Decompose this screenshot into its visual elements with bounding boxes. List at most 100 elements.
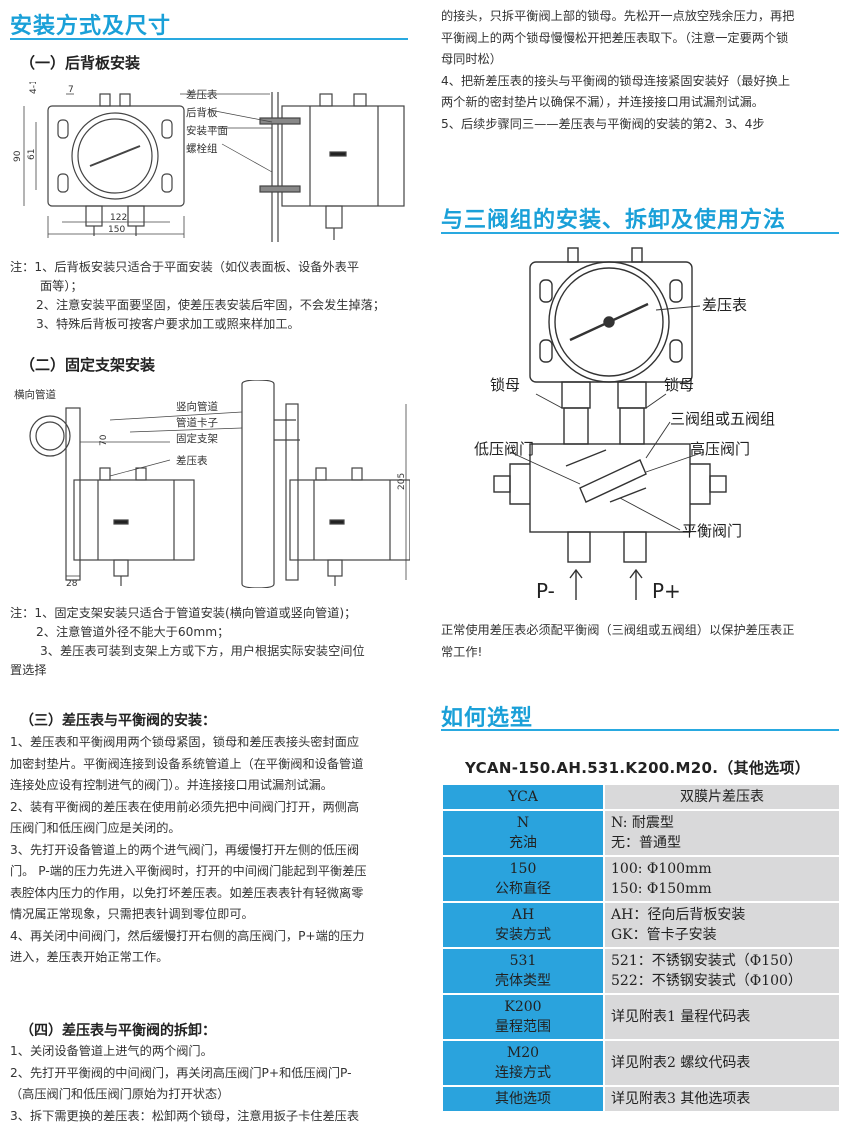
note-line: 2、注意管道外径不能大于60mm； — [36, 625, 230, 639]
label-valve-group: 三阀组或五阀组 — [670, 410, 775, 428]
label-pipe-clamp: 管道卡子 — [176, 416, 218, 429]
row-value: N: 耐震型无：普通型 — [605, 811, 839, 855]
text-line: 5、后续步骤同三——差压表与平衡阀的安装的第2、3、4步 — [441, 116, 765, 131]
title-rule — [441, 729, 839, 731]
valve-install-text: 1、差压表和平衡阀用两个锁母紧固，锁母和差压表接头密封面应 加密封垫片。平衡阀连… — [10, 732, 420, 969]
row-value: 详见附表1 量程代码表 — [605, 995, 839, 1039]
label-back-plate: 后背板 — [186, 106, 218, 119]
text-line: 3、先打开设备管道上的两个进气阀门，再缓慢打开左侧的低压阀 — [10, 842, 360, 857]
note-line: 3、差压表可装到支架上方或下方，用户根据实际安装空间位 — [40, 644, 365, 658]
valve-group-note: 正常使用差压表必须配平衡阀（三阀组或五阀组）以保护差压表正 常工作! — [441, 620, 861, 663]
title-rule — [10, 38, 408, 40]
label-horizontal-pipe: 横向管道 — [14, 388, 56, 401]
text-line: 情况属正常现象，只需把表针调到零位即可。 — [10, 907, 254, 921]
text-line: 的接头，只拆平衡阀上部的锁母。先松开一点放空残余压力，再把 — [441, 9, 795, 23]
label-mount-plane: 安装平面 — [186, 124, 228, 137]
text-line: 2、先打开平衡阀的中间阀门，再关闭高压阀门P+和低压阀门P- — [10, 1065, 352, 1080]
model-code: YCAN-150.AH.531.K200.M20.（其他选项） — [465, 759, 811, 777]
text-line: 压阀门和低压阀门应是关闭的。 — [10, 821, 181, 835]
subsection-bracket: （二）固定支架安装 — [20, 356, 156, 374]
valve-remove-text: 1、关闭设备管道上进气的两个阀门。 2、先打开平衡阀的中间阀门，再关闭高压阀门P… — [10, 1041, 420, 1127]
text-line: 2、装有平衡阀的差压表在使用前必须先把中间阀门打开，两侧高 — [10, 799, 360, 814]
row-value: 双膜片差压表 — [605, 785, 839, 809]
valve-remove-continued: 的接头，只拆平衡阀上部的锁母。先松开一点放空残余压力，再把 平衡阀上的两个锁母慢… — [441, 6, 861, 135]
text-line: 连接处应设有控制进气的阀门）。并连接接口用试漏剂试漏。 — [10, 778, 333, 792]
note-line: 置选择 — [10, 663, 47, 677]
text-line: 平衡阀上的两个锁母慢慢松开把差压表取下。（注意一定要两个锁 — [441, 30, 789, 45]
back-plate-diagram: 差压表 后背板 安装平面 螺栓组 7 4-13 90 61 122 150 — [13, 82, 405, 242]
section-title-install: 安装方式及尺寸 — [10, 13, 172, 39]
subsection-valve-remove: （四）差压表与平衡阀的拆卸： — [20, 1023, 216, 1039]
text-line: 4、把新差压表的接头与平衡阀的锁母连接紧固安装好（最好换上 — [441, 73, 791, 88]
subsection-valve-install: （三）差压表与平衡阀的安装： — [20, 713, 216, 729]
label-low-pressure-valve: 低压阀门 — [474, 440, 534, 458]
text-line: 门。 P-端的压力先进入平衡阀时，打开的中间阀门能起到平衡差压 — [10, 864, 367, 878]
row-value: 详见附表3 其他选项表 — [605, 1087, 839, 1111]
dim-28: 28 — [66, 579, 78, 588]
text-line: （高压阀门和低压阀门原始为打开状态） — [10, 1087, 230, 1101]
notes-back-plate: 注：1、后背板安装只适合于平面安装（如仪表面板、设备外表平 面等）； 2、注意安… — [10, 258, 410, 334]
label-gauge: 差压表 — [186, 88, 218, 101]
label-bolt-set: 螺栓组 — [186, 142, 218, 155]
text-line: 母同时松） — [441, 52, 502, 66]
note-line: 注：1、固定支架安装只适合于管道安装(横向管道或竖向管道)； — [10, 606, 357, 620]
note-line: 2、注意安装平面要坚固，使差压表安装后牢固，不会发生掉落； — [36, 298, 386, 312]
note-line: 3、特殊后背板可按客户要求加工或照来样加工。 — [36, 317, 300, 331]
table-row: YCA 双膜片差压表 — [443, 785, 839, 809]
notes-bracket: 注：1、固定支架安装只适合于管道安装(横向管道或竖向管道)； 2、注意管道外径不… — [10, 604, 420, 680]
text-line: 4、再关闭中间阀门，然后缓慢打开右侧的高压阀门，P+端的压力 — [10, 928, 365, 943]
row-key: YCA — [443, 785, 603, 809]
dim-4-13: 4-13 — [29, 82, 39, 94]
text-line: 1、差压表和平衡阀用两个锁母紧固，锁母和差压表接头密封面应 — [10, 735, 360, 749]
text-line: 常工作! — [441, 644, 483, 659]
text-line: 1、关闭设备管道上进气的两个阀门。 — [10, 1044, 213, 1058]
text-line: 两个新的密封垫片以确保不漏），并连接接口用试漏剂试漏。 — [441, 95, 764, 109]
row-key: 其他选项 — [443, 1087, 603, 1111]
dim-90: 90 — [13, 150, 23, 162]
dim-122: 122 — [110, 213, 127, 223]
label-dp-gauge: 差压表 — [702, 296, 747, 314]
text-line: 加密封垫片。平衡阀连接到设备系统管道上（在平衡阀和设备管道 — [10, 756, 364, 771]
label-gauge-2: 差压表 — [176, 454, 208, 467]
label-bracket: 固定支架 — [176, 432, 218, 445]
dim-70: 70 — [99, 434, 109, 446]
label-vertical-pipe: 竖向管道 — [176, 400, 218, 413]
label-balance-valve: 平衡阀门 — [682, 522, 742, 540]
port-p-plus: P+ — [652, 579, 681, 603]
subsection-back-plate: （一）后背板安装 — [20, 54, 141, 72]
section-title-selection: 如何选型 — [441, 705, 534, 731]
dim-61: 61 — [27, 149, 37, 160]
dim-7: 7 — [68, 85, 74, 95]
text-line: 3、拆下需更换的差压表：松卸两个锁母，注意用扳子卡住差压表 — [10, 1108, 360, 1123]
valve-manifold-diagram: 差压表 锁母 锁母 三阀组或五阀组 低压阀门 高压阀门 平衡阀门 P- P+ — [474, 247, 775, 603]
row-value: 521：不锈钢安装式（Φ150）522：不锈钢安装式（Φ100） — [605, 949, 839, 993]
dim-150: 150 — [108, 225, 125, 235]
text-line: 表腔体内压力的作用，以免打坏差压表。如差压表表针有轻微离零 — [10, 885, 364, 900]
row-value: 详见附表2 螺纹代码表 — [605, 1041, 839, 1085]
label-lock-nut-right: 锁母 — [664, 376, 694, 394]
note-line: 注：1、后背板安装只适合于平面安装（如仪表面板、设备外表平 — [10, 260, 360, 274]
port-p-minus: P- — [536, 579, 555, 603]
note-line: 面等）； — [40, 279, 83, 293]
text-line: 进入，差压表开始正常工作。 — [10, 950, 169, 964]
bracket-diagram: 横向管道 竖向管道 管道卡子 固定支架 差压表 70 205 28 — [14, 380, 410, 588]
label-lock-nut-left: 锁母 — [490, 376, 520, 394]
text-line: 正常使用差压表必须配平衡阀（三阀组或五阀组）以保护差压表正 — [441, 623, 795, 637]
title-rule — [441, 232, 839, 234]
label-high-pressure-valve: 高压阀门 — [690, 440, 750, 458]
